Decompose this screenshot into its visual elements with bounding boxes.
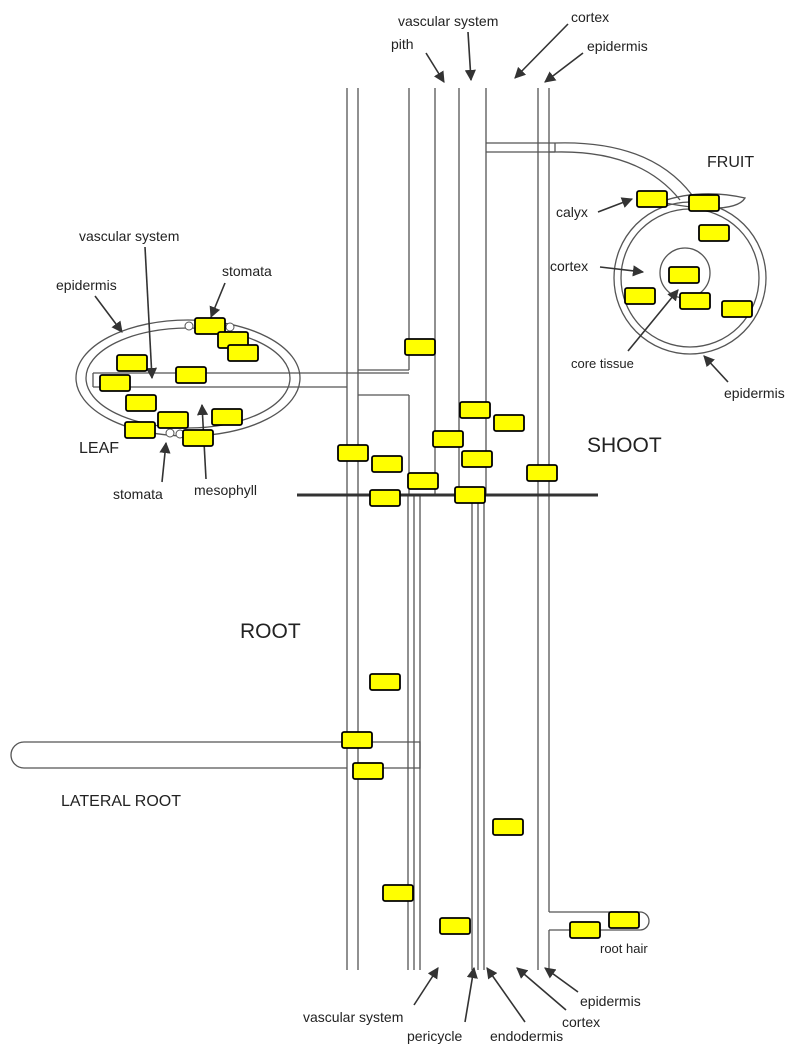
- label-box[interactable]: [126, 395, 156, 411]
- label-box[interactable]: [494, 415, 524, 431]
- arrow-bottom-endodermis: [487, 968, 525, 1022]
- arrow-bottom-pericycle: [465, 968, 474, 1022]
- label-leaf-vascular: vascular system: [79, 228, 179, 244]
- label-box[interactable]: [158, 412, 188, 428]
- label-box[interactable]: [699, 225, 729, 241]
- arrow-fruit-calyx: [598, 199, 632, 212]
- label-fruit-epidermis: epidermis: [724, 385, 785, 401]
- stoma-bottom-left: [166, 429, 174, 437]
- label-top-vascular: vascular system: [398, 13, 498, 29]
- label-box[interactable]: [433, 431, 463, 447]
- label-top-pith: pith: [391, 36, 414, 52]
- label-box[interactable]: [493, 819, 523, 835]
- arrow-leaf-stomata-top: [211, 283, 225, 317]
- leaf-title: LEAF: [79, 440, 119, 457]
- label-bottom-pericycle: pericycle: [407, 1028, 462, 1044]
- label-box[interactable]: [609, 912, 639, 928]
- label-box[interactable]: [625, 288, 655, 304]
- label-bottom-vascular: vascular system: [303, 1009, 403, 1025]
- arrow-top-epidermis: [545, 53, 583, 82]
- label-box[interactable]: [405, 339, 435, 355]
- arrow-top-pith: [426, 53, 444, 82]
- label-box[interactable]: [117, 355, 147, 371]
- label-bottom-cortex: cortex: [562, 1014, 600, 1030]
- fruit-title: FRUIT: [707, 154, 754, 171]
- label-box[interactable]: [455, 487, 485, 503]
- label-bottom-endodermis: endodermis: [490, 1028, 563, 1044]
- label-top-cortex: cortex: [571, 9, 609, 25]
- main-axis: [297, 88, 598, 970]
- label-box[interactable]: [440, 918, 470, 934]
- arrow-bottom-epidermis: [545, 968, 578, 992]
- label-fruit-calyx: calyx: [556, 204, 588, 220]
- label-bottom-epidermis: epidermis: [580, 993, 641, 1009]
- label-leaf-mesophyll: mesophyll: [194, 482, 257, 498]
- arrow-top-vascular: [468, 32, 471, 80]
- label-box[interactable]: [637, 191, 667, 207]
- arrow-bottom-cortex: [517, 968, 566, 1010]
- label-box[interactable]: [689, 195, 719, 211]
- label-box[interactable]: [372, 456, 402, 472]
- label-box[interactable]: [462, 451, 492, 467]
- arrow-leaf-stomata-bottom: [162, 443, 166, 482]
- label-box[interactable]: [370, 674, 400, 690]
- lateral-root-title: LATERAL ROOT: [61, 793, 181, 810]
- label-box[interactable]: [570, 922, 600, 938]
- label-leaf-stomata-top: stomata: [222, 263, 272, 279]
- label-box[interactable]: [383, 885, 413, 901]
- label-leaf-epidermis: epidermis: [56, 277, 117, 293]
- label-root-hair: root hair: [600, 941, 648, 956]
- label-boxes: [100, 191, 752, 938]
- stoma-top-right: [226, 323, 234, 331]
- fruit: [486, 143, 766, 354]
- label-leaf-stomata-bottom: stomata: [113, 486, 163, 502]
- shoot-title: SHOOT: [587, 434, 662, 457]
- stoma-top-left: [185, 322, 193, 330]
- label-fruit-core: core tissue: [571, 356, 634, 371]
- label-box[interactable]: [680, 293, 710, 309]
- root-title: ROOT: [240, 620, 301, 643]
- label-box[interactable]: [183, 430, 213, 446]
- arrow-fruit-epidermis: [704, 356, 728, 382]
- label-box[interactable]: [125, 422, 155, 438]
- label-box[interactable]: [370, 490, 400, 506]
- pointer-arrows: [95, 24, 728, 1022]
- label-box[interactable]: [353, 763, 383, 779]
- label-box[interactable]: [100, 375, 130, 391]
- label-box[interactable]: [342, 732, 372, 748]
- arrow-bottom-vascular: [414, 968, 438, 1005]
- label-box[interactable]: [212, 409, 242, 425]
- label-box[interactable]: [338, 445, 368, 461]
- label-top-epidermis: epidermis: [587, 38, 648, 54]
- label-box[interactable]: [527, 465, 557, 481]
- label-box[interactable]: [669, 267, 699, 283]
- label-box[interactable]: [722, 301, 752, 317]
- label-box[interactable]: [460, 402, 490, 418]
- label-box[interactable]: [408, 473, 438, 489]
- label-box[interactable]: [228, 345, 258, 361]
- label-fruit-cortex: cortex: [550, 258, 588, 274]
- label-box[interactable]: [176, 367, 206, 383]
- arrow-leaf-epidermis: [95, 296, 122, 332]
